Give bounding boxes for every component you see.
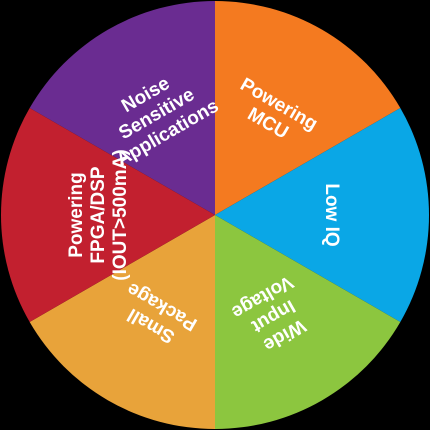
segment-powering-mcu xyxy=(215,1,401,215)
segment-low-iq xyxy=(215,108,430,322)
segment-small-package xyxy=(29,215,216,429)
segment-powering-fpga-dsp xyxy=(0,108,215,322)
segment-label-line: Low IQ xyxy=(321,183,342,246)
segment-label-powering-fpga-dsp: PoweringFPGA/DSP(IOUT>500mA) xyxy=(66,149,131,280)
segment-label-line: FPGA/DSP xyxy=(88,166,109,263)
segment-noise-sensitive-applications xyxy=(29,1,216,215)
segment-label-line: (IOUT>500mA) xyxy=(110,149,131,280)
segment-wide-input-voltage xyxy=(215,215,401,429)
segment-label-low-iq: Low IQ xyxy=(321,183,342,246)
segment-label-line: Powering xyxy=(66,172,87,258)
